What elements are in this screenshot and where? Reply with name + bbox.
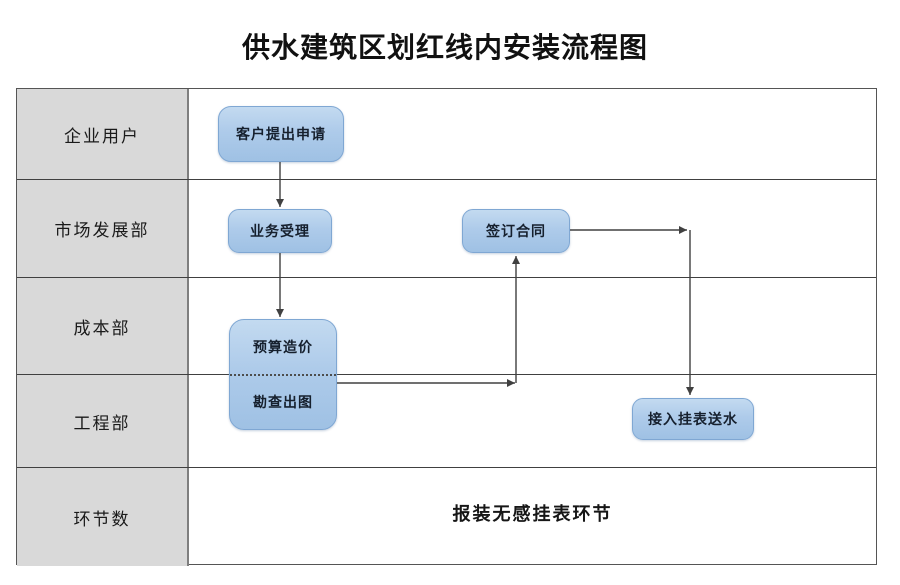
lane-cost-dept: 成本部 xyxy=(17,278,876,375)
diagram-title: 供水建筑区划红线内安装流程图 xyxy=(241,33,648,64)
lane-label-engineering-dept: 工程部 xyxy=(17,375,189,467)
node-business-accept: 业务受理 xyxy=(228,209,332,253)
lane-enterprise-user: 企业用户 xyxy=(17,89,876,180)
lane-engineering-dept: 工程部 xyxy=(17,375,876,468)
swimlane-table: 企业用户 市场发展部 成本部 工程部 环节数 xyxy=(16,88,877,566)
node-budget-survey-combined: 预算造价 勘查出图 xyxy=(229,319,337,430)
node-survey-drawing: 勘查出图 xyxy=(253,396,313,412)
node-sign-contract: 签订合同 xyxy=(462,209,570,253)
lane-label-cost-dept: 成本部 xyxy=(17,278,189,374)
lane-label-market-development: 市场发展部 xyxy=(17,180,189,277)
node-connect-meter-water: 接入挂表送水 xyxy=(632,398,754,440)
lane-label-enterprise-user: 企业用户 xyxy=(17,89,189,179)
lane-label-step-count: 环节数 xyxy=(17,468,189,566)
lane-divider-dotted xyxy=(230,373,336,376)
lane-market-development: 市场发展部 xyxy=(17,180,876,278)
node-budget-estimate: 预算造价 xyxy=(253,340,313,356)
lane-step-count: 环节数 xyxy=(17,468,876,566)
node-customer-apply: 客户提出申请 xyxy=(218,106,344,162)
footer-note: 报装无感挂表环节 xyxy=(452,504,613,524)
